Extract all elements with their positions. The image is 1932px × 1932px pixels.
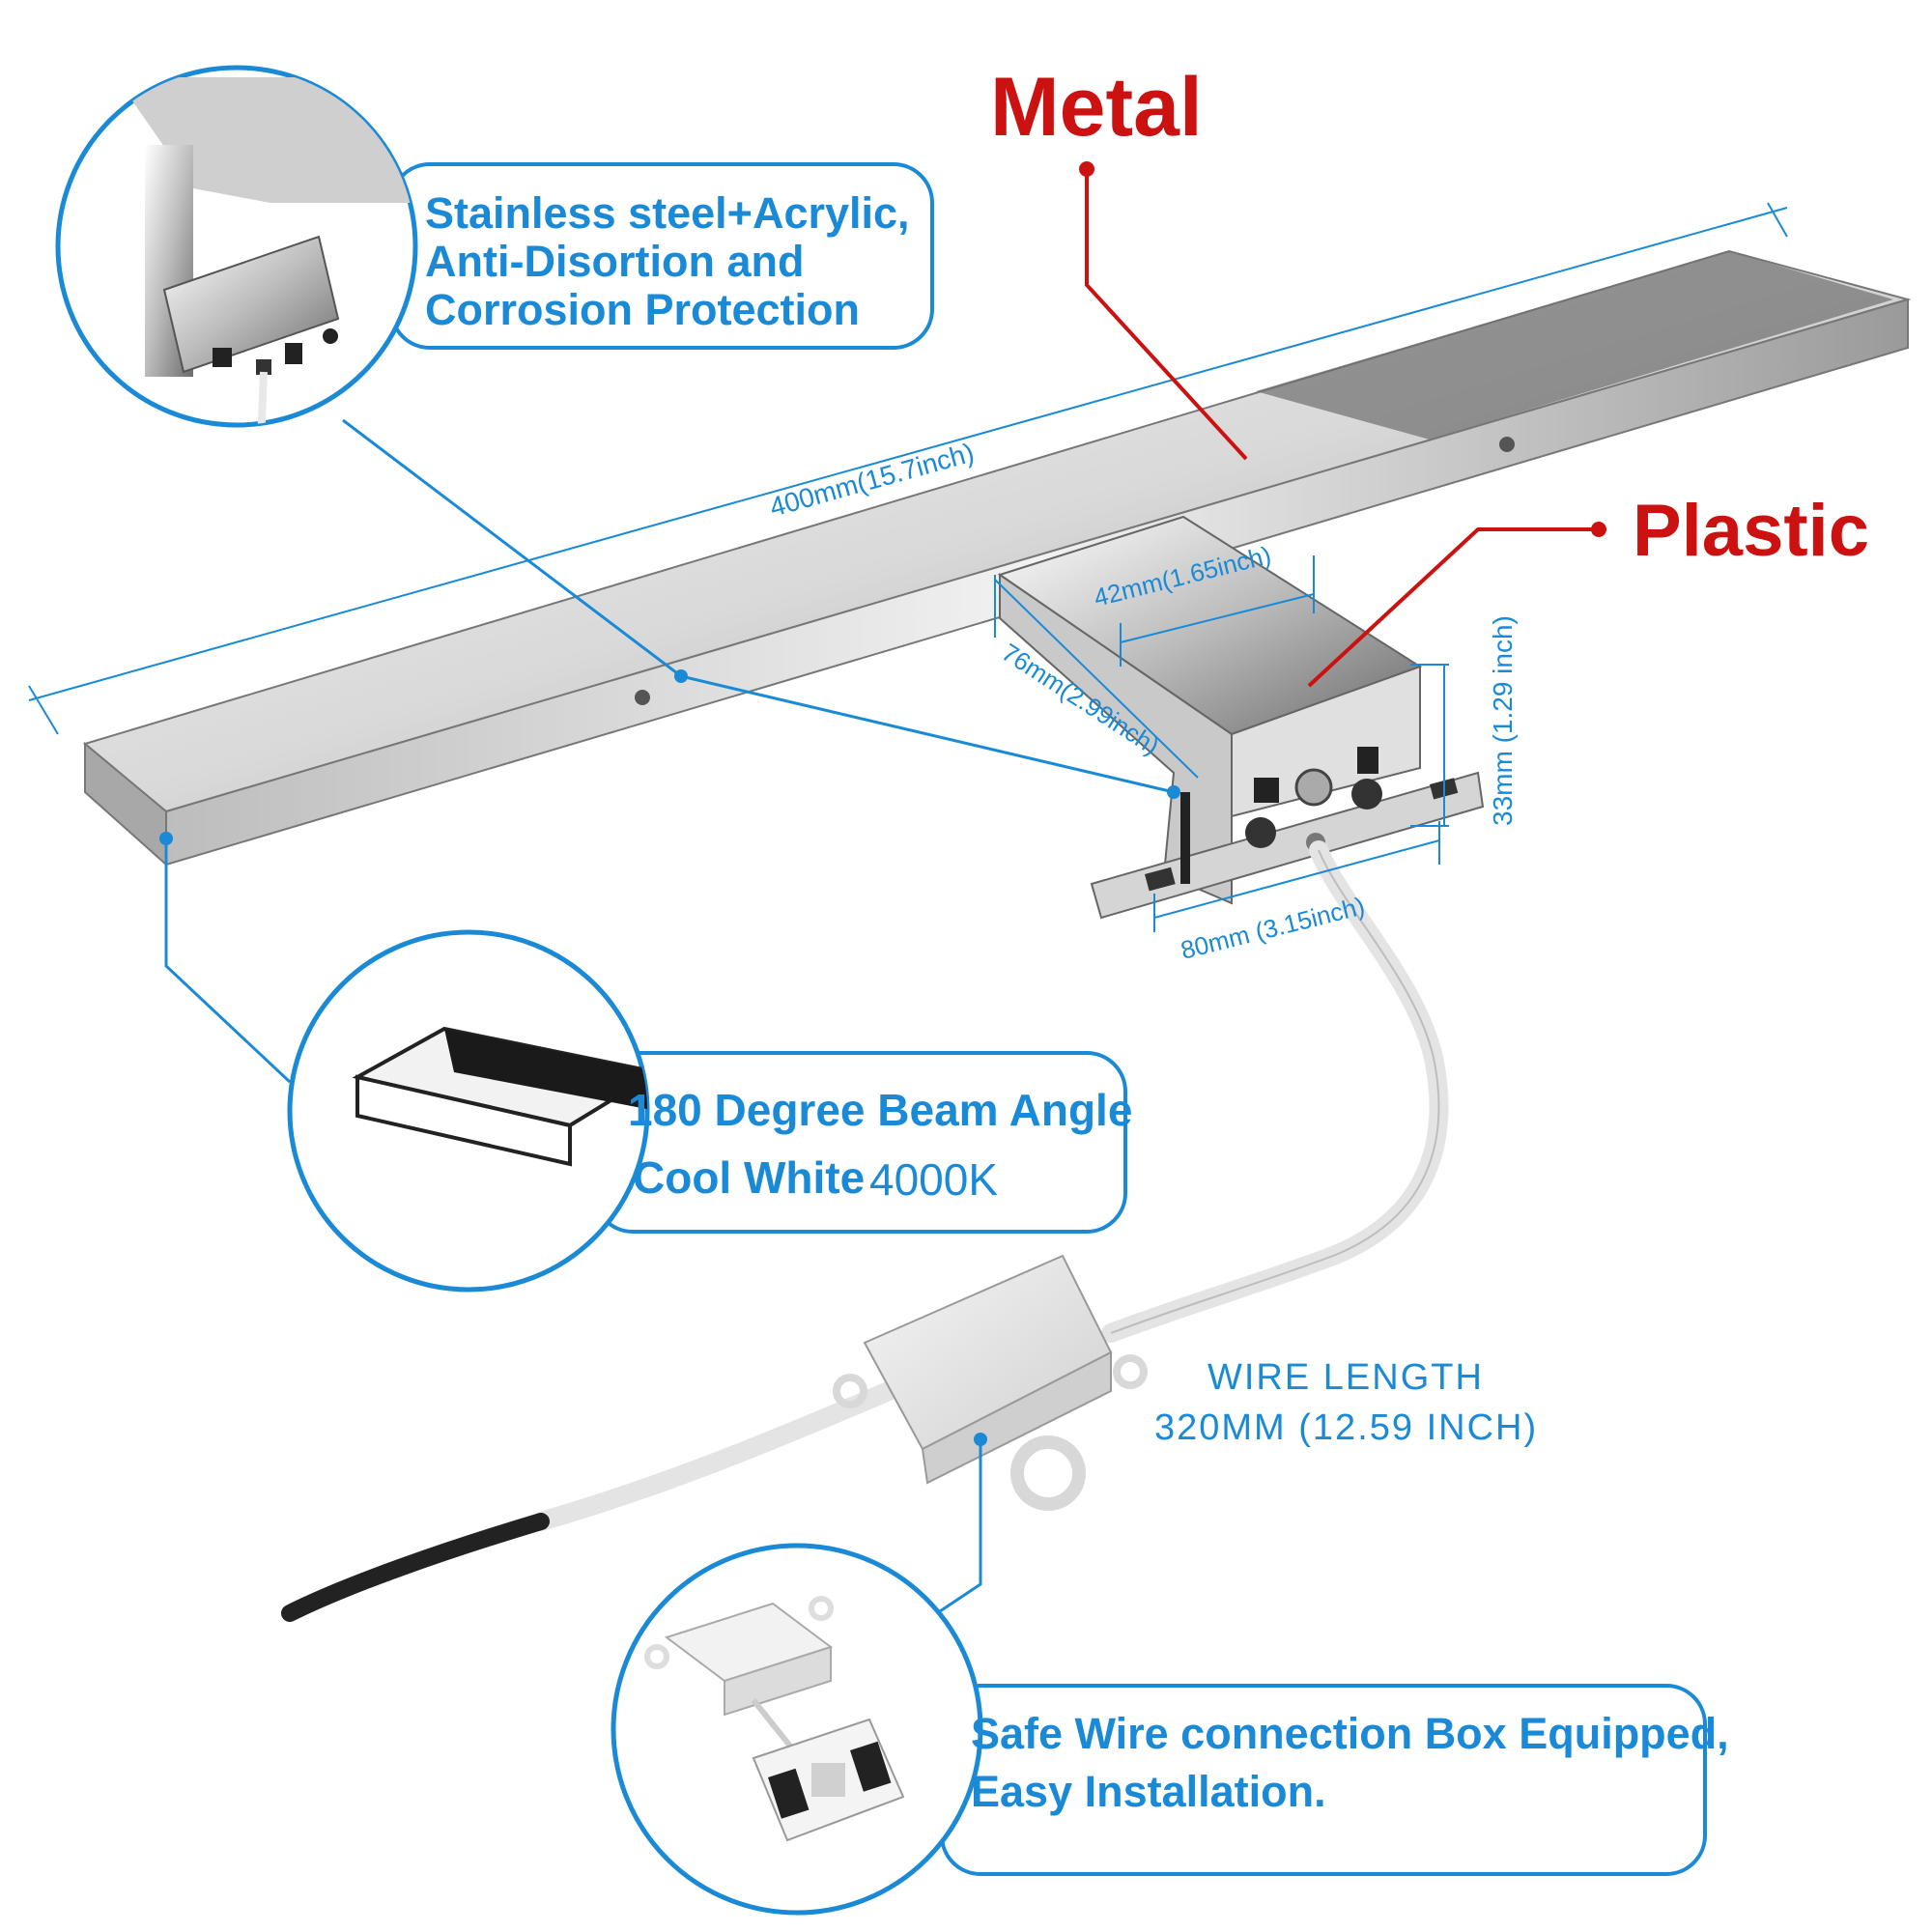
material-line-2: Anti-Disortion and: [425, 237, 804, 286]
wire-length-value: 320MM (12.59 INCH): [1154, 1407, 1538, 1448]
callout-material: Stainless steel+Acrylic, Anti-Disortion …: [55, 65, 934, 428]
beam-line-2-suffix: 4000K: [869, 1154, 998, 1205]
junction-box: [833, 1254, 1148, 1511]
junction-box-closeup-image: [644, 1596, 905, 1842]
box-line-2: Easy Installation.: [971, 1767, 1326, 1816]
material-line-3: Corrosion Protection: [425, 285, 860, 334]
callout-box: Safe Wire connection Box Equipped, Easy …: [611, 1543, 1729, 1916]
callout-beam: 180 Degree Beam Angle Cool White 4000K: [287, 929, 1132, 1293]
box-line-1: Safe Wire connection Box Equipped,: [971, 1709, 1729, 1758]
callout-leaders: [159, 161, 1606, 1625]
beam-line-2-prefix: Cool White: [633, 1152, 865, 1203]
metal-label: Metal: [990, 61, 1203, 154]
mounting-bracket: [997, 515, 1485, 920]
power-cable: [281, 840, 1449, 1622]
wire-length-title: WIRE LENGTH: [1208, 1357, 1484, 1398]
beam-line-1: 180 Degree Beam Angle: [628, 1085, 1132, 1135]
bar-end-closeup-image: [352, 1026, 647, 1167]
plastic-label: Plastic: [1633, 490, 1869, 572]
dim-base-width: 80mm (3.15inch): [1178, 892, 1368, 965]
dim-height: 33mm (1.29 inch): [1488, 615, 1518, 826]
dimension-lines: [28, 202, 1788, 932]
material-line-1: Stainless steel+Acrylic,: [425, 188, 910, 238]
